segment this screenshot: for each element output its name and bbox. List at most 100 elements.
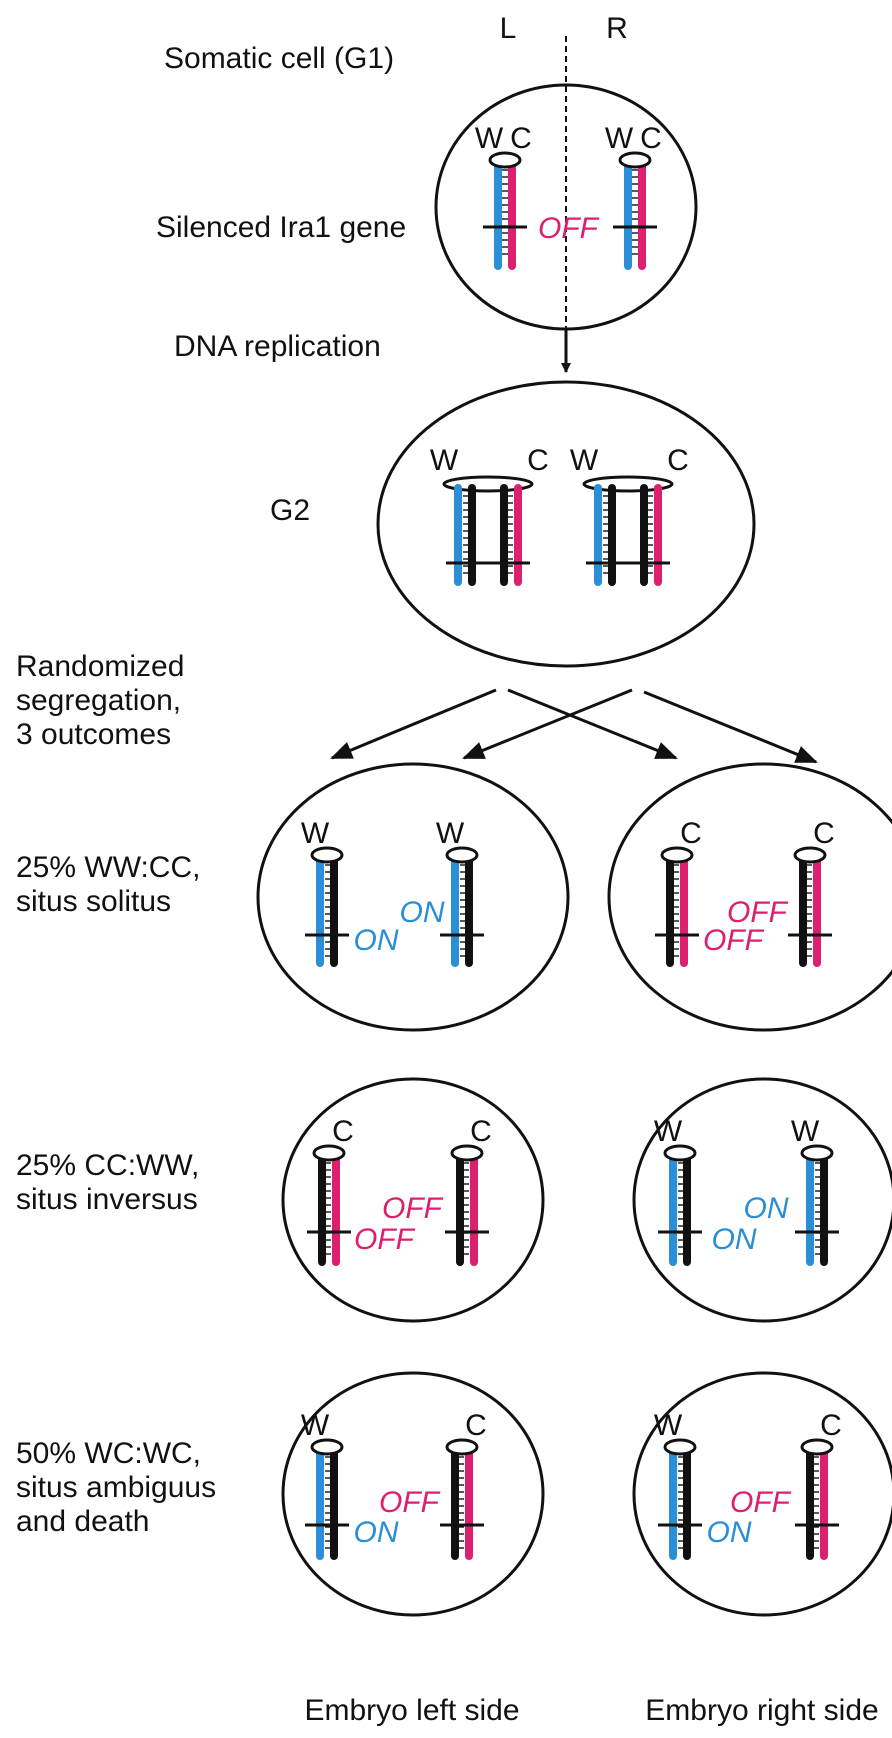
- row1-left-chromosome-1: [305, 846, 349, 967]
- g2-pair-cap: [442, 475, 534, 493]
- somatic-cell-label: Somatic cell (G1): [164, 42, 394, 75]
- outcome-1-line-1: 25% WW:CC,: [16, 851, 200, 884]
- row1-left-state-1: ON: [354, 924, 399, 957]
- row3-right-chromosome-1-letter: W: [654, 1409, 683, 1442]
- g2-crick-ladder: [647, 495, 653, 574]
- row3-left-chromosome-2-cap: [445, 1438, 479, 1456]
- row1-right-chromosome-2-letter: C: [813, 817, 835, 850]
- right-marker: R: [606, 12, 628, 45]
- g1-off-label: OFF: [538, 212, 600, 245]
- row1-right-state-1: OFF: [703, 924, 765, 957]
- row3-right-chromosome-1-cap: [663, 1438, 697, 1456]
- outcome-3-line-2: situs ambiguus: [16, 1471, 216, 1504]
- row1-right-chromosome-2-cap: [793, 846, 827, 864]
- row3-left-chromosome-1-ladder: [325, 1456, 331, 1549]
- g2-c-label: C: [527, 444, 549, 477]
- row1-left-chromosome-2-letter: W: [436, 817, 465, 850]
- row2-right-chromosome-2: [795, 1144, 839, 1266]
- row1-right-chromosome-1-cap: [660, 846, 694, 864]
- row1-left-chromosome-1-cap: [310, 846, 344, 864]
- outcome-2-line-2: situs inversus: [16, 1183, 198, 1216]
- replication-label: DNA replication: [174, 330, 381, 363]
- row3-right-state-1: ON: [707, 1516, 752, 1549]
- g2-w-label: W: [570, 444, 599, 477]
- row2-right-chromosome-2-cap: [800, 1144, 834, 1162]
- row1-right-chromosome-1-letter: C: [680, 817, 702, 850]
- outcome-1-right-cell: [607, 762, 892, 1032]
- g2-c-label: C: [667, 444, 689, 477]
- left-marker: L: [500, 12, 517, 45]
- g2-crick-chromatid: [500, 484, 522, 586]
- outcome-3-left-cell: [281, 1371, 545, 1617]
- row3-right-chromosome-1: [658, 1438, 702, 1560]
- outcome-3-right-cell: [632, 1371, 892, 1617]
- arrow-c-to-left: [462, 688, 633, 760]
- row2-right-state-1: ON: [712, 1223, 757, 1256]
- row3-left-state-1: ON: [354, 1516, 399, 1549]
- g1-w-label-1: W: [475, 122, 504, 155]
- row3-left-chromosome-2-letter: C: [465, 1409, 487, 1442]
- row2-left-chromosome-1-cap: [312, 1144, 346, 1162]
- row1-left-state-2: ON: [400, 896, 445, 929]
- g2-watson-ladder: [463, 495, 469, 574]
- row1-right-chromosome-1: [655, 846, 699, 967]
- row3-right-chromosome-2-ladder: [813, 1456, 819, 1549]
- g1-chromosome-2-cap: [618, 151, 652, 169]
- row1-left-chromosome-1-letter: W: [301, 817, 330, 850]
- g1-chromosome-1-cap: [488, 151, 522, 169]
- silenced-gene-label: Silenced Ira1 gene: [156, 211, 406, 244]
- embryo-left-side-label: Embryo left side: [304, 1694, 519, 1727]
- segregation-line-2: segregation,: [16, 684, 181, 717]
- g2-crick-ladder: [507, 495, 513, 574]
- row2-right-chromosome-1-cap: [663, 1144, 697, 1162]
- row2-left-chromosome-1: [307, 1144, 351, 1266]
- g2-watson-ladder: [603, 495, 609, 574]
- g2-pair-cap: [582, 475, 674, 493]
- g2-label: G2: [270, 494, 310, 527]
- row1-right-chromosome-1-ladder: [673, 864, 679, 957]
- row3-left-chromosome-1-letter: W: [301, 1409, 330, 1442]
- g2-w-label: W: [430, 444, 459, 477]
- g2-watson-chromatid: [454, 484, 476, 586]
- row3-right-chromosome-2-cap: [800, 1438, 834, 1456]
- g1-chromosome-2: [613, 151, 657, 270]
- segregation-line-3: 3 outcomes: [16, 718, 171, 751]
- row2-right-chromosome-2-letter: W: [791, 1115, 820, 1148]
- row3-right-chromosome-1-ladder: [678, 1456, 684, 1549]
- row2-left-chromosome-1-letter: C: [332, 1115, 354, 1148]
- row1-left-chromosome-2-ladder: [460, 864, 466, 957]
- g1-chromosome-2-ladder: [632, 169, 638, 255]
- g2-watson-chromatid: [594, 484, 616, 586]
- arrow-c-to-right: [643, 690, 818, 764]
- row2-right-chromosome-1-letter: W: [654, 1115, 683, 1148]
- arrow-w-to-right: [507, 688, 678, 760]
- g1-cell: [434, 83, 698, 331]
- row1-left-chromosome-2: [440, 846, 484, 967]
- arrow-w-to-left: [330, 688, 497, 760]
- row3-left-chromosome-1-cap: [310, 1438, 344, 1456]
- row2-right-chromosome-1: [658, 1144, 702, 1266]
- g1-chromosome-1: [483, 151, 527, 270]
- segregation-line-1: Randomized: [16, 650, 184, 683]
- outcome-2-line-1: 25% CC:WW,: [16, 1149, 199, 1182]
- row3-right-state-2: OFF: [730, 1486, 792, 1519]
- row2-left-state-2: OFF: [382, 1192, 444, 1225]
- row1-right-state-2: OFF: [727, 896, 789, 929]
- g2-cell: [376, 380, 756, 668]
- row2-left-chromosome-2-letter: C: [470, 1115, 492, 1148]
- outcome-2-left-cell: [281, 1077, 545, 1323]
- row3-left-chromosome-1: [305, 1438, 349, 1560]
- outcome-2-right-cell: [632, 1077, 892, 1323]
- row3-right-chromosome-2-letter: C: [820, 1409, 842, 1442]
- g1-c-label-1: C: [510, 122, 532, 155]
- row3-left-chromosome-2: [440, 1438, 484, 1560]
